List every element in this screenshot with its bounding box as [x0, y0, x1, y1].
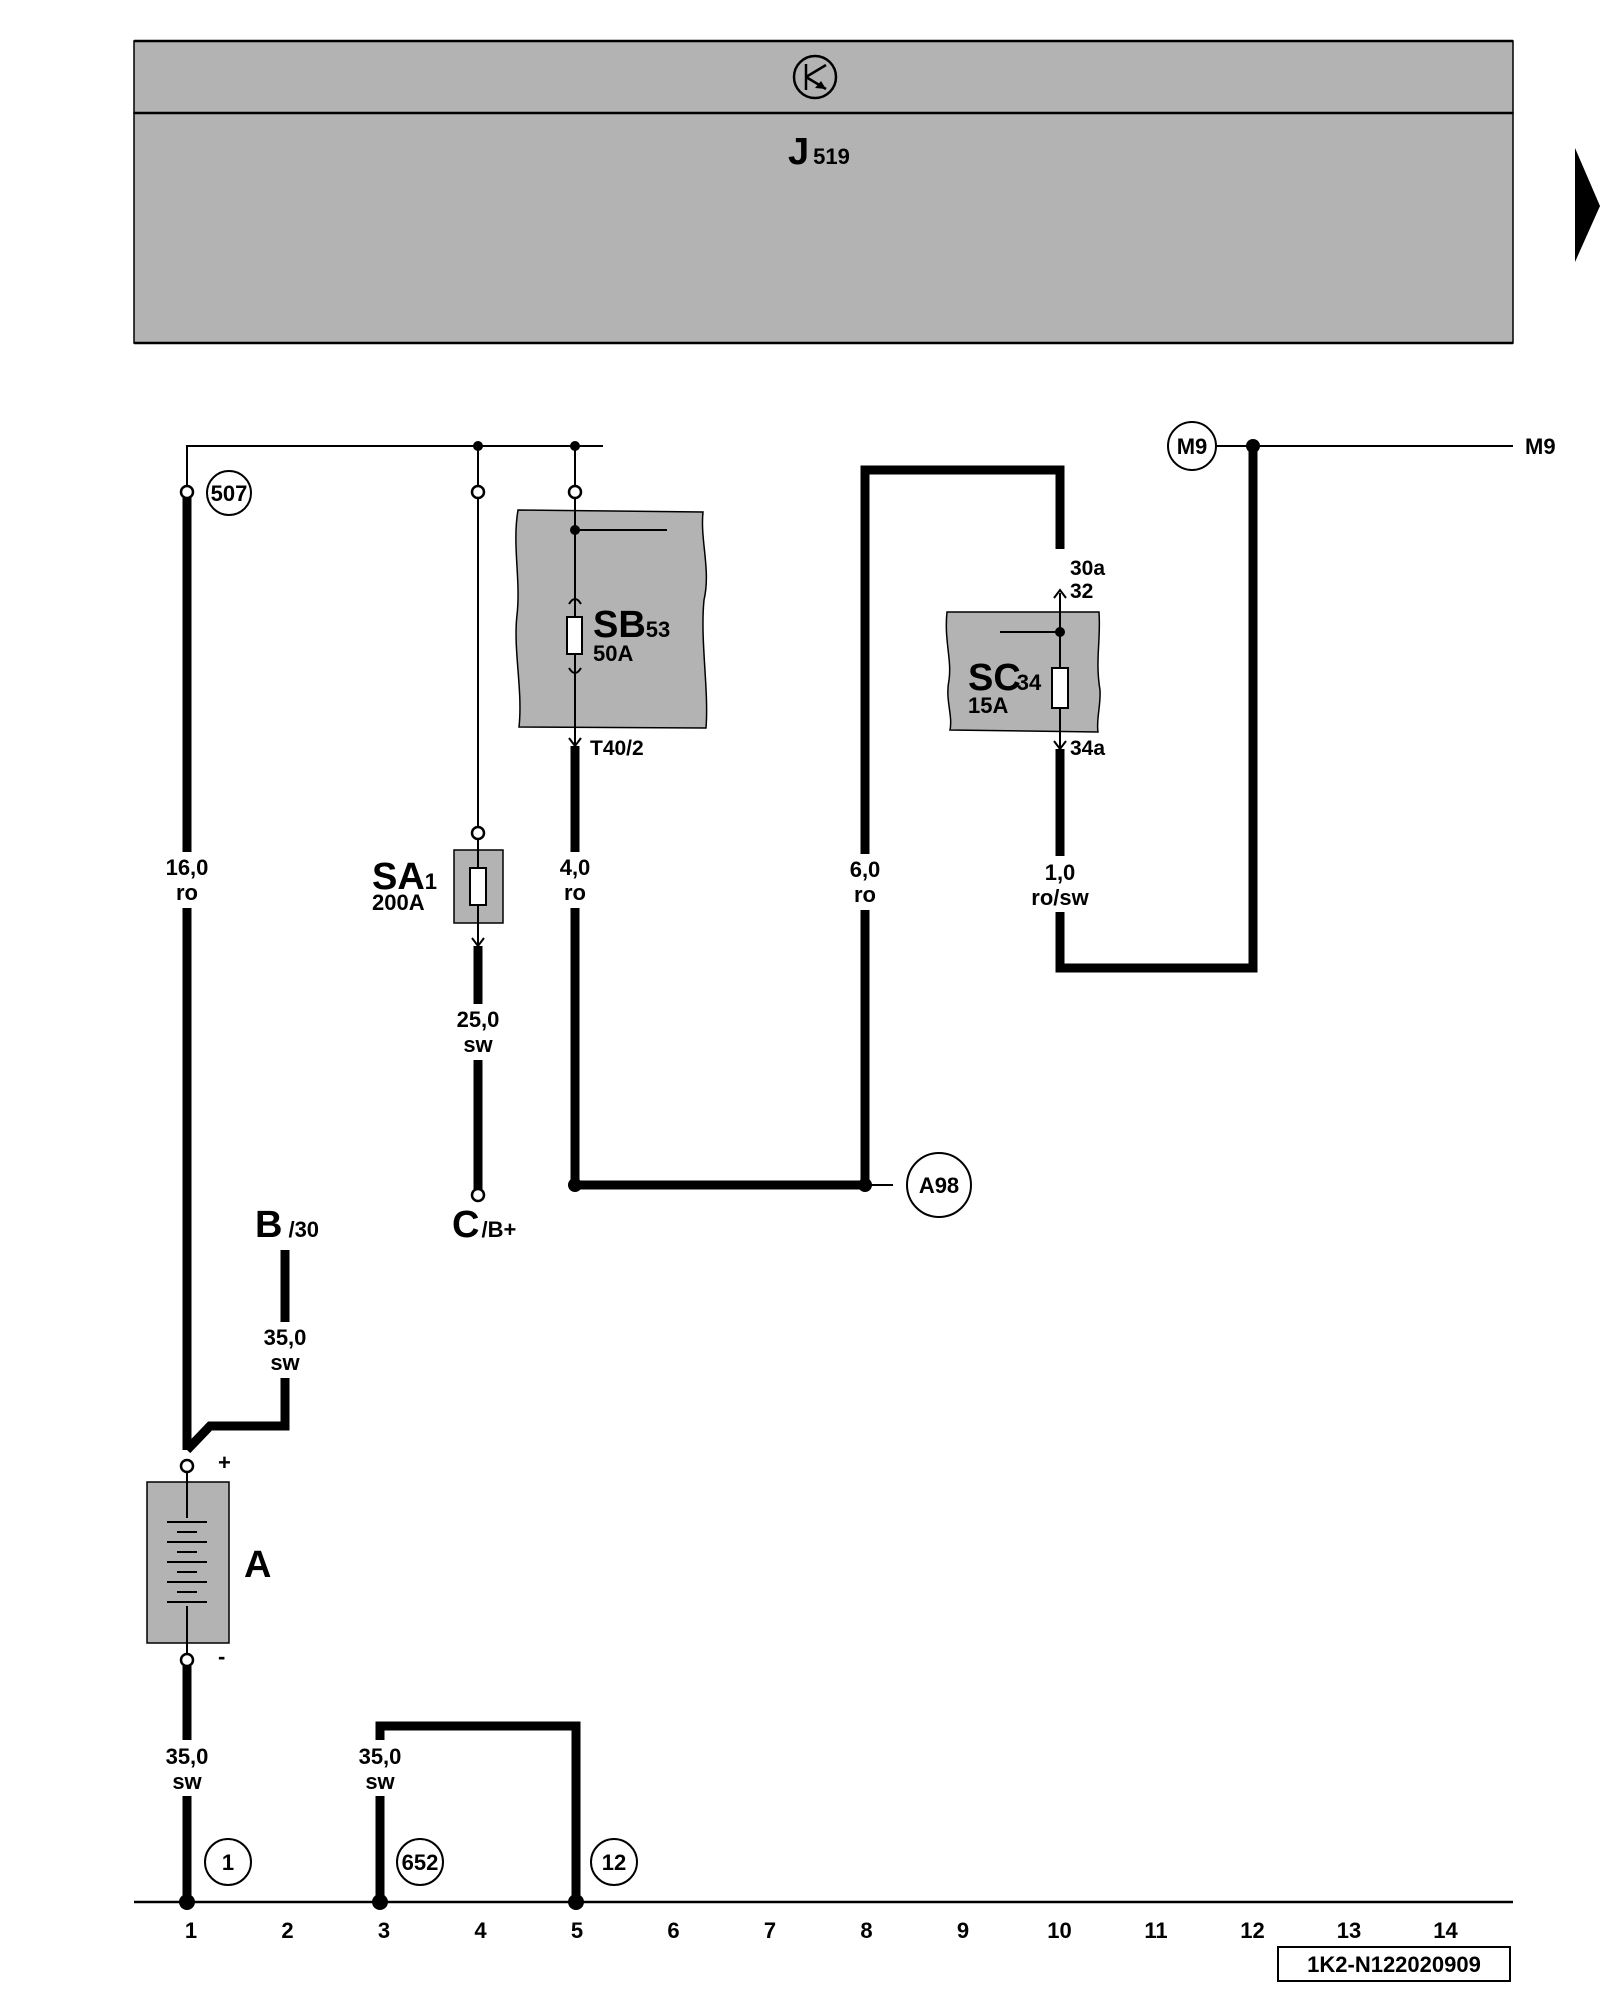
- fuse-sc-pin-32: 32: [1070, 580, 1093, 603]
- svg-text:1,0: 1,0: [1045, 860, 1076, 885]
- reference-m9-text: M9: [1525, 434, 1556, 459]
- svg-text:35,0: 35,0: [264, 1325, 307, 1350]
- wire-label-w4: 6,0 ro: [838, 854, 892, 910]
- track-number: 10: [1047, 1918, 1071, 1943]
- track-number: 14: [1433, 1918, 1458, 1943]
- control-unit-index: 519: [813, 144, 850, 169]
- fuse-sb-pin: T40/2: [590, 737, 644, 760]
- svg-text:sw: sw: [172, 1769, 202, 1794]
- track-number: 12: [1240, 1918, 1264, 1943]
- track-number: 8: [860, 1918, 872, 1943]
- control-unit-box: [133, 112, 1514, 344]
- fuse-box-sb: [515, 509, 708, 729]
- track-number: 6: [667, 1918, 679, 1943]
- reference-12: 12: [590, 1838, 638, 1886]
- reference-m9: M9: [1167, 421, 1217, 471]
- document-id-box: 1K2-N122020909: [1277, 1946, 1511, 1982]
- wire-label-w6: 35,0 sw: [256, 1322, 314, 1378]
- connector-cb-label: C/B+: [452, 1204, 516, 1246]
- svg-text:sw: sw: [365, 1769, 395, 1794]
- svg-text:35,0: 35,0: [359, 1744, 402, 1769]
- svg-text:16,0: 16,0: [166, 855, 209, 880]
- wire-label-w5: 1,0 ro/sw: [1024, 856, 1096, 912]
- wire-label-w2: 4,0 ro: [548, 852, 602, 908]
- track-number: 3: [378, 1918, 390, 1943]
- svg-text:35,0: 35,0: [166, 1744, 209, 1769]
- svg-text:12: 12: [602, 1850, 626, 1875]
- svg-text:6,0: 6,0: [850, 857, 881, 882]
- wire-label-w8: 35,0 sw: [351, 1740, 409, 1796]
- battery-symbol-icon: [167, 1482, 207, 1643]
- track-number: 5: [571, 1918, 583, 1943]
- svg-text:A98: A98: [919, 1173, 959, 1198]
- track-number: 7: [764, 1918, 776, 1943]
- fuse-symbol-sa: [469, 867, 487, 906]
- track-number: 2: [281, 1918, 293, 1943]
- fuse-symbol-sb: [566, 616, 583, 655]
- track-number: 9: [957, 1918, 969, 1943]
- reference-507: 507: [206, 470, 252, 516]
- fuse-sa-rating: 200A: [372, 890, 425, 915]
- fuse-sc-pin-34a: 34a: [1070, 737, 1105, 760]
- track-number: 4: [474, 1918, 487, 1943]
- svg-text:1K2-N122020909: 1K2-N122020909: [1307, 1952, 1481, 1977]
- wire-label-w7: 35,0 sw: [158, 1740, 216, 1796]
- svg-text:sw: sw: [270, 1350, 300, 1375]
- fuse-sc-pin-30a: 30a: [1070, 557, 1105, 580]
- reference-a98: A98: [906, 1152, 972, 1218]
- svg-text:M9: M9: [1177, 434, 1208, 459]
- battery-minus-label: -: [218, 1644, 225, 1669]
- header-symbol-band: [133, 40, 1514, 114]
- svg-text:1: 1: [222, 1850, 234, 1875]
- fuse-symbol-sc: [1051, 667, 1069, 709]
- svg-text:sw: sw: [463, 1032, 493, 1057]
- circle-arrow-symbol-icon: [792, 54, 838, 100]
- track-number: 1: [185, 1918, 197, 1943]
- wire-label-w1: 16,0 ro: [158, 852, 216, 908]
- control-unit-code: J: [788, 131, 809, 173]
- battery-label: A: [244, 1544, 271, 1586]
- battery-plus-label: +: [218, 1450, 231, 1475]
- svg-text:507: 507: [211, 481, 248, 506]
- svg-text:ro: ro: [176, 880, 198, 905]
- connector-b30-label: B/30: [255, 1204, 319, 1246]
- svg-text:25,0: 25,0: [457, 1007, 500, 1032]
- svg-text:4,0: 4,0: [560, 855, 591, 880]
- svg-text:652: 652: [402, 1850, 439, 1875]
- reference-1: 1: [204, 1838, 252, 1886]
- next-page-arrow-icon[interactable]: [1575, 148, 1600, 262]
- track-number: 13: [1337, 1918, 1361, 1943]
- reference-652: 652: [396, 1838, 444, 1886]
- track-number: 11: [1144, 1918, 1167, 1943]
- svg-text:ro/sw: ro/sw: [1031, 885, 1089, 910]
- fuse-sa-label: SA1: [372, 856, 437, 898]
- wire-label-w3: 25,0 sw: [448, 1004, 508, 1060]
- svg-text:ro: ro: [854, 882, 876, 907]
- fuse-sc-rating: 15A: [968, 693, 1008, 718]
- svg-text:ro: ro: [564, 880, 586, 905]
- fuse-sb-rating: 50A: [593, 641, 633, 666]
- fuse-sb-label: SB53: [593, 604, 670, 646]
- fuse-sc-label: SC34: [968, 657, 1042, 699]
